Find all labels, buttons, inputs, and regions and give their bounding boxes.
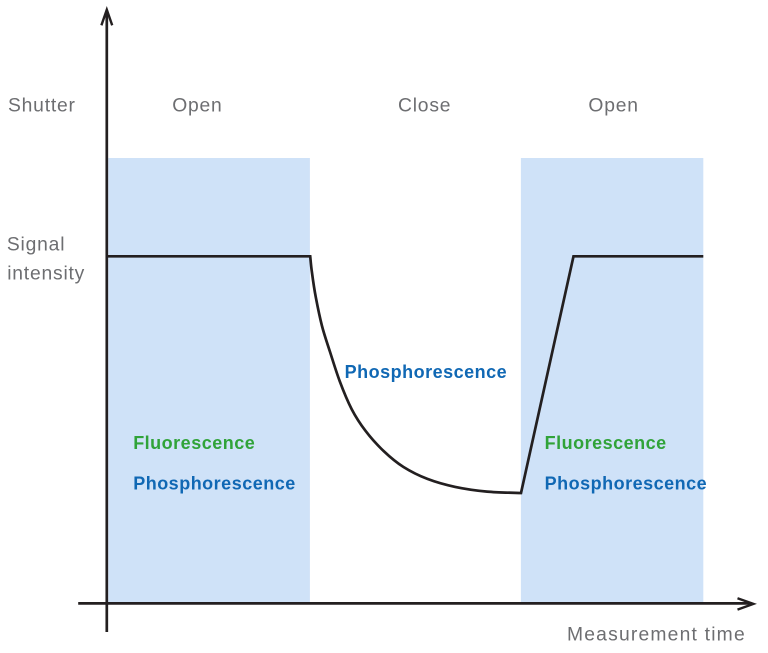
svg-text:Phosphorescence: Phosphorescence — [133, 474, 296, 494]
svg-text:Open: Open — [588, 96, 638, 117]
svg-text:Fluorescence: Fluorescence — [133, 433, 255, 453]
svg-text:Phosphorescence: Phosphorescence — [345, 362, 508, 382]
svg-text:Shutter: Shutter — [8, 96, 76, 117]
svg-text:Signal: Signal — [7, 235, 65, 256]
svg-text:Close: Close — [398, 96, 451, 117]
svg-text:Measurement time: Measurement time — [567, 624, 746, 645]
svg-text:intensity: intensity — [7, 263, 85, 284]
svg-text:Phosphorescence: Phosphorescence — [545, 474, 708, 494]
svg-text:Fluorescence: Fluorescence — [545, 433, 667, 453]
svg-text:Open: Open — [172, 96, 222, 117]
